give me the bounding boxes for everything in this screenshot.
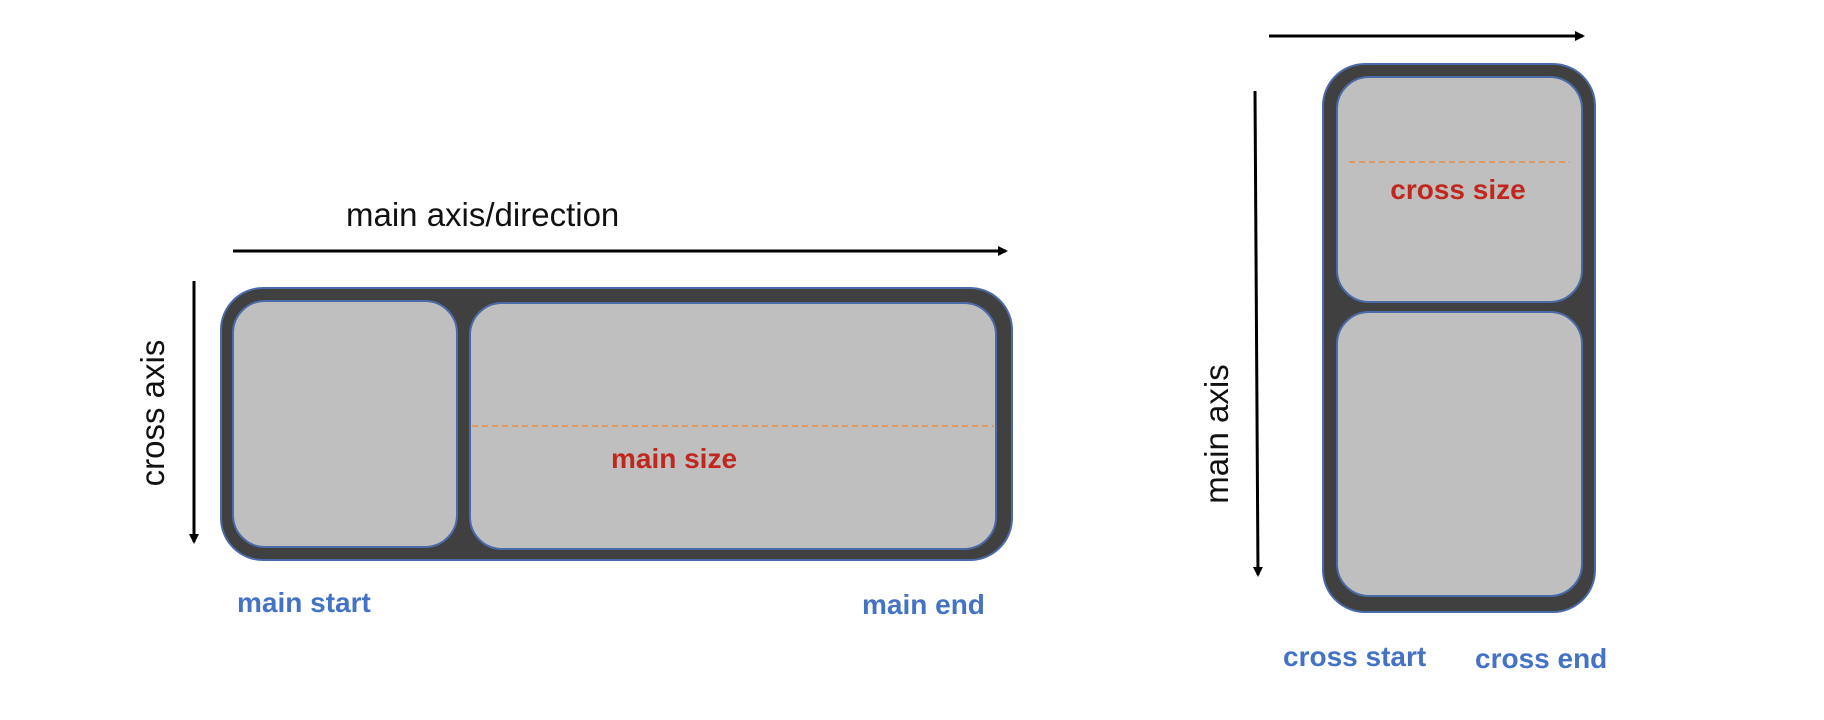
main-end-label: main end	[862, 589, 985, 620]
main-size-label: main size	[611, 443, 737, 474]
main-axis-label: main axis	[1198, 364, 1235, 503]
column-flex-item-1	[1336, 76, 1583, 303]
cross-start-label: cross start	[1283, 641, 1426, 672]
main-start-label: main start	[237, 587, 371, 618]
row-diagram: main axis/direction cross axis main size…	[134, 196, 1013, 620]
main-axis-direction-label: main axis/direction	[346, 196, 619, 233]
cross-size-label: cross size	[1390, 174, 1525, 205]
column-flex-item-2	[1336, 311, 1583, 597]
row-flex-item-1	[232, 300, 458, 548]
cross-axis-label: cross axis	[134, 340, 171, 487]
main-axis-vertical-arrow	[1252, 90, 1263, 577]
cross-end-label: cross end	[1475, 643, 1607, 674]
column-diagram: main axis cross size cross start cross e…	[1198, 31, 1607, 674]
